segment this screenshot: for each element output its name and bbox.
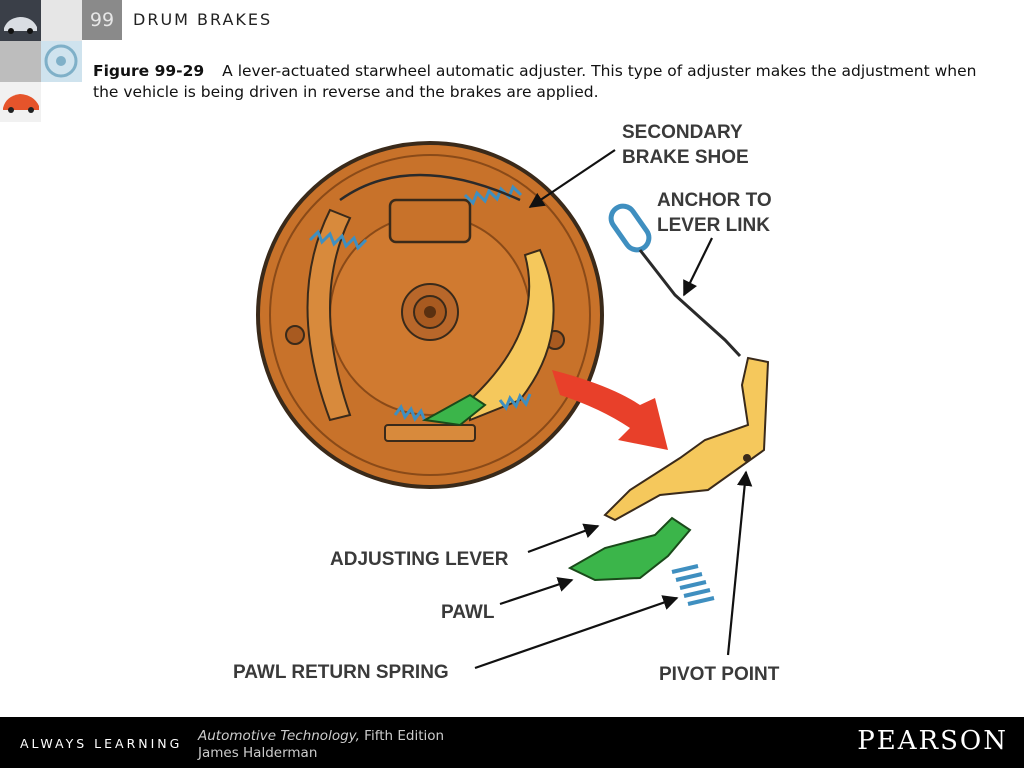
label-secondary-brake-shoe-2: BRAKE SHOE (622, 147, 749, 168)
return-springs (308, 184, 532, 423)
anchor-lever-link (608, 203, 742, 358)
direction-arrow (552, 370, 668, 450)
label-secondary-brake-shoe-1: SECONDARY (622, 122, 743, 143)
book-title: Automotive Technology, (198, 728, 360, 744)
wheel-cylinder (388, 198, 472, 244)
anchor-wire (339, 173, 521, 202)
leader-arrows (474, 149, 753, 670)
starwheel-adjuster (384, 424, 476, 442)
gray-thumbnail-icon (0, 41, 41, 82)
figure-number: Figure 99-29 (93, 62, 205, 80)
book-info: Automotive Technology, Fifth Edition Jam… (198, 728, 444, 762)
installed-pawl (421, 393, 487, 427)
primary-brake-shoe (306, 208, 352, 422)
chapter-title: DRUM BRAKES (133, 10, 273, 29)
label-adjusting-lever: ADJUSTING LEVER (330, 549, 509, 570)
label-anchor-link-1: ANCHOR TO (657, 190, 772, 211)
footer-tagline: ALWAYS LEARNING (20, 736, 183, 751)
chapter-number-badge: 99 (82, 0, 122, 40)
footer-bar: ALWAYS LEARNING Automotive Technology, F… (0, 717, 1024, 768)
label-pivot-point: PIVOT POINT (659, 664, 780, 685)
blank-thumbnail-icon (41, 0, 82, 41)
pawl-return-spring-part (671, 564, 715, 606)
adjusting-lever-part (603, 356, 770, 522)
pivot-hole (743, 454, 751, 462)
brake-adjuster-diagram: SECONDARY BRAKE SHOE ANCHOR TO LEVER LIN… (233, 122, 780, 685)
pawl-part (567, 516, 692, 582)
pearson-logo: PEARSON (857, 726, 1008, 756)
label-pawl-return-spring: PAWL RETURN SPRING (233, 662, 449, 683)
figure-description: A lever-actuated starwheel automatic adj… (93, 62, 977, 101)
book-edition: Fifth Edition (364, 728, 445, 744)
header-thumbnails (0, 0, 82, 122)
book-author: James Halderman (198, 745, 318, 761)
label-anchor-link-2: LEVER LINK (657, 215, 770, 236)
label-pawl: PAWL (441, 602, 495, 623)
